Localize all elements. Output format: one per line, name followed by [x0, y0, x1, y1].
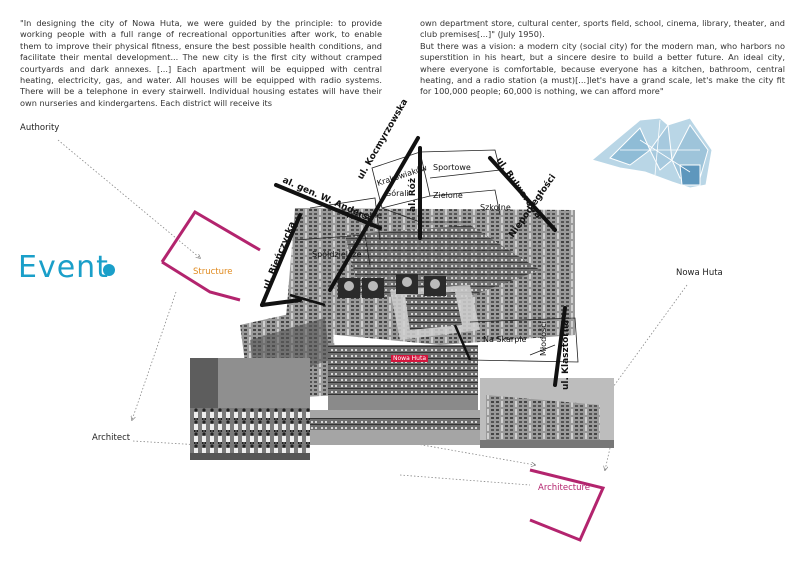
- district-sportowe: Sportowe: [433, 163, 471, 172]
- architecture-frame: [529, 468, 606, 542]
- district-minimap: [590, 117, 713, 189]
- quote-left-column: "In designing the city of Nowa Huta, we …: [20, 18, 382, 109]
- district-mlodosci: Młodości: [538, 321, 548, 356]
- photo-tag: Nowa Huta: [391, 355, 428, 362]
- label-authority: Authority: [20, 123, 60, 133]
- label-structure: Structure: [193, 267, 233, 277]
- portrait-faces: [338, 274, 446, 298]
- quote-right-text-1: own department store, cultural center, s…: [420, 18, 785, 40]
- street-roz: al. Róż: [407, 178, 418, 212]
- label-event: Event: [18, 250, 109, 285]
- quote-right-column: own department store, cultural center, s…: [420, 18, 785, 98]
- district-zielone: Zielone: [433, 191, 463, 200]
- label-architecture: Architecture: [538, 483, 591, 493]
- district-spoldzielcze: Spółdzielcze: [312, 249, 362, 259]
- district-teatralne: Teatralne: [344, 211, 382, 220]
- event-dot-icon: [103, 264, 115, 276]
- quote-right-text-2: But there was a vision: a modern city (s…: [420, 40, 785, 97]
- district-gorali: Górali: [385, 188, 409, 198]
- structure-frame: [160, 209, 261, 302]
- street-klasztorna: ul. Klasztorna: [561, 320, 571, 390]
- label-architect: Architect: [92, 433, 131, 443]
- district-szkolne: Szkolne: [480, 203, 511, 212]
- label-nowa-huta: Nowa Huta: [676, 268, 723, 278]
- district-na-skarpie: Na Skarpie: [483, 335, 526, 344]
- quote-left-text: "In designing the city of Nowa Huta, we …: [20, 18, 382, 108]
